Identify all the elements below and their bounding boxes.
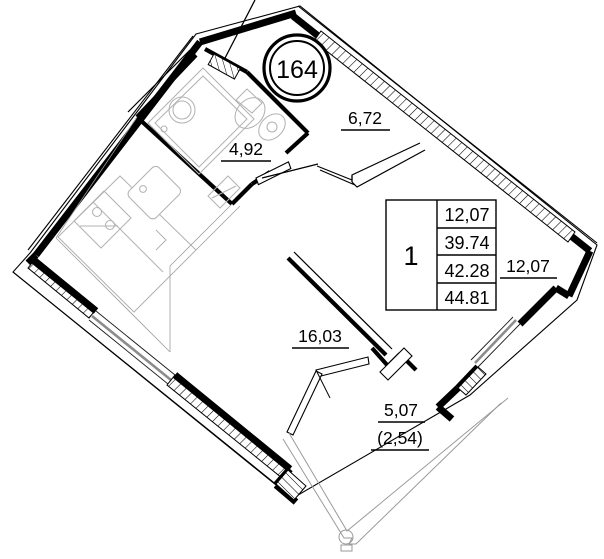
bathtub-icon — [147, 67, 255, 175]
interior-walls — [127, 47, 426, 372]
room-label-bedroom: 12,07 — [500, 256, 557, 279]
sink-icon — [127, 165, 182, 220]
hatch-southeast — [457, 366, 487, 396]
wall-north-stub — [198, 9, 298, 46]
wall-corridor-b — [351, 149, 426, 188]
room-area-bathroom: 4,92 — [229, 139, 263, 159]
washer-icon — [258, 113, 286, 141]
divider-jog — [155, 229, 167, 251]
entry-door — [207, 53, 241, 80]
toilet-icon — [234, 88, 266, 129]
wall-northeast-edge — [297, 5, 598, 244]
spec-rooms-count: 1 — [403, 241, 418, 271]
spec-value-living: 12,07 — [444, 205, 489, 225]
leader-entrance — [223, 0, 256, 61]
stove-icon — [73, 190, 132, 249]
wall-corridor-d — [319, 169, 356, 186]
apartment-number-badge: 164 — [262, 33, 332, 103]
fixtures — [55, 67, 286, 353]
apartment-number: 164 — [276, 56, 318, 84]
window-band-northeast — [313, 30, 576, 243]
wall-east-return — [554, 285, 571, 299]
room-label-balcony: 5,07 (2,54) — [371, 400, 429, 451]
wall-entry-c — [284, 131, 310, 155]
room-area-bedroom: 12,07 — [506, 256, 550, 276]
doors — [255, 161, 413, 436]
room-label-bathroom: 4,92 — [221, 139, 271, 162]
wall-living-bedroom — [286, 256, 388, 357]
wall-east-low — [435, 404, 455, 422]
wall-southwest-a — [30, 257, 99, 314]
room-label-hall: 6,72 — [341, 108, 390, 131]
wall-east-corner — [565, 249, 594, 298]
room-labels: 4,92 6,72 12,07 16,03 5,07 (2,5 — [221, 108, 557, 451]
wall-bath-a — [135, 53, 198, 119]
hatch-south-jog — [275, 469, 307, 501]
divider-kitchen-south — [55, 237, 171, 353]
wall-bath-a-edge — [127, 49, 191, 113]
leader-bathroom-door — [261, 163, 319, 179]
room-area-living: 16,03 — [298, 326, 342, 346]
spec-value-usable: 39.74 — [444, 233, 489, 253]
divider-bath-south — [169, 203, 233, 267]
outer-walls — [12, 5, 598, 505]
wall-bath-c — [230, 182, 254, 206]
room-area-balcony-reduced: (2,54) — [377, 428, 423, 448]
wall-corridor-a — [351, 142, 421, 182]
wall-northwest-edge — [27, 35, 194, 251]
balcony-door — [379, 347, 413, 381]
room-label-living: 16,03 — [292, 326, 349, 349]
spec-value-total: 42.28 — [444, 261, 489, 281]
spec-table: 1 12,07 39.74 42.28 44.81 — [385, 199, 497, 311]
kitchen-counter-edge — [92, 201, 164, 273]
living-room-door — [286, 356, 370, 436]
wall-south-edge — [12, 271, 293, 499]
wall-southwest-b — [172, 372, 293, 472]
room-area-balcony: 5,07 — [384, 400, 418, 420]
balcony-outline — [282, 397, 509, 552]
wall-west-corner — [25, 252, 39, 266]
wall-southeast-end — [435, 385, 461, 410]
room-area-hall: 6,72 — [348, 108, 382, 128]
wall-corridor-e — [316, 165, 353, 181]
wall-southeast-upper — [517, 285, 559, 327]
window-southeast — [470, 316, 521, 368]
wall-entry-b — [245, 70, 310, 135]
hatch-southwest-b — [166, 374, 291, 479]
wall-living-bedroom-edge — [293, 251, 393, 350]
leader-lines — [223, 0, 319, 179]
divider-counter-end — [195, 205, 241, 251]
bathroom-door-leaf — [255, 161, 292, 186]
washbasin-icon — [168, 96, 196, 124]
spec-value-with-balcony: 44.81 — [444, 288, 489, 308]
bath-appliance-icon — [207, 175, 241, 209]
divider-kitchen-bath — [55, 116, 138, 239]
window-southwest-a — [88, 310, 176, 385]
wall-bath-b — [135, 115, 234, 206]
